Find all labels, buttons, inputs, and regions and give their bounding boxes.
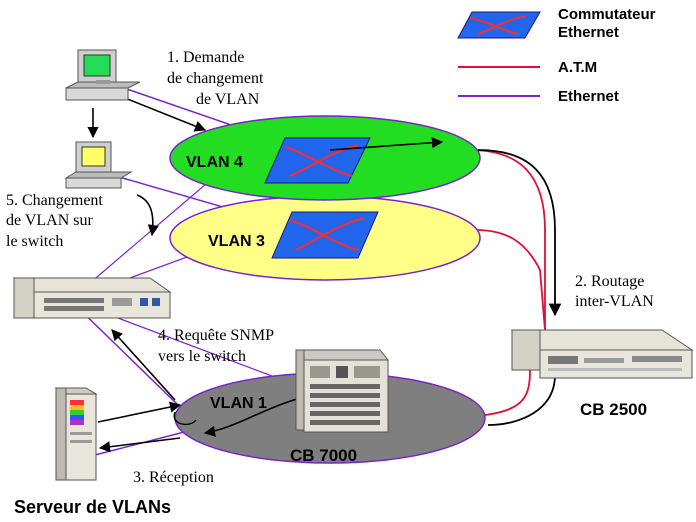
vlan3-label: VLAN 3: [208, 233, 265, 250]
arrow-to-server-link: [97, 401, 182, 423]
step1-line2: de changement: [167, 70, 264, 87]
arrow-to-vlan1: [203, 397, 301, 437]
legend-switch-label-1: Commutateur: [558, 6, 656, 23]
legend-switch-label-2: Ethernet: [558, 24, 619, 41]
edge-switch-icon: [12, 277, 172, 319]
legend-ethernet-label: Ethernet: [558, 88, 619, 105]
workstation-yellow-icon: [64, 141, 133, 189]
arrow-routing-back: [487, 374, 556, 426]
step2-line2: inter-VLAN: [575, 293, 654, 310]
legend-atm-label: A.T.M: [558, 59, 597, 76]
step5-annotation: 5. Changement de VLAN sur le switch: [6, 192, 103, 250]
legend: Commutateur Ethernet A.T.M Ethernet: [457, 6, 656, 105]
arrow-loop: [173, 411, 197, 426]
server-icon: [54, 387, 98, 481]
vlan4-label: VLAN 4: [186, 154, 243, 171]
step1-line1: 1. Demande: [167, 49, 244, 66]
step4-line1: 4. Requête SNMP: [158, 327, 274, 344]
step5-line1: 5. Changement: [6, 192, 103, 209]
router-label: CB 2500: [580, 400, 647, 419]
flow-arrows: [87, 91, 562, 453]
step5-line3: le switch: [6, 233, 63, 250]
arrow-across-vlan4: [329, 137, 444, 151]
server-label: Serveur de VLANs: [14, 497, 171, 517]
step1-line3: de VLAN: [196, 91, 260, 108]
atm-link-vlan3-router: [474, 229, 546, 331]
core-switch-icon: [294, 349, 390, 433]
core-switch-label: CB 7000: [290, 446, 357, 465]
step4-annotation: 4. Requête SNMP vers le switch: [158, 327, 274, 365]
step4-line2: vers le switch: [158, 348, 246, 365]
atm-link-vlan1-router: [484, 369, 531, 416]
step1-annotation: 1. Demande de changement de VLAN: [167, 49, 264, 108]
step2-annotation: 2. Routage inter-VLAN: [575, 273, 654, 310]
arrow-reception: [98, 437, 181, 453]
vlan1-label: VLAN 1: [210, 395, 267, 412]
arrow-routing-down: [477, 149, 562, 317]
step2-line1: 2. Routage: [575, 273, 644, 290]
router-icon: [510, 329, 694, 379]
vlan3-switch-icon: [271, 211, 379, 259]
legend-switch-icon: [457, 11, 541, 39]
step3-label: 3. Réception: [133, 469, 214, 486]
atm-link-vlan4-router: [469, 149, 546, 330]
workstation-green-icon: [65, 49, 141, 101]
arrow-snmp: [111, 329, 176, 401]
step5-line2: de VLAN sur: [6, 212, 93, 229]
arrow-vlan-change: [136, 194, 159, 237]
